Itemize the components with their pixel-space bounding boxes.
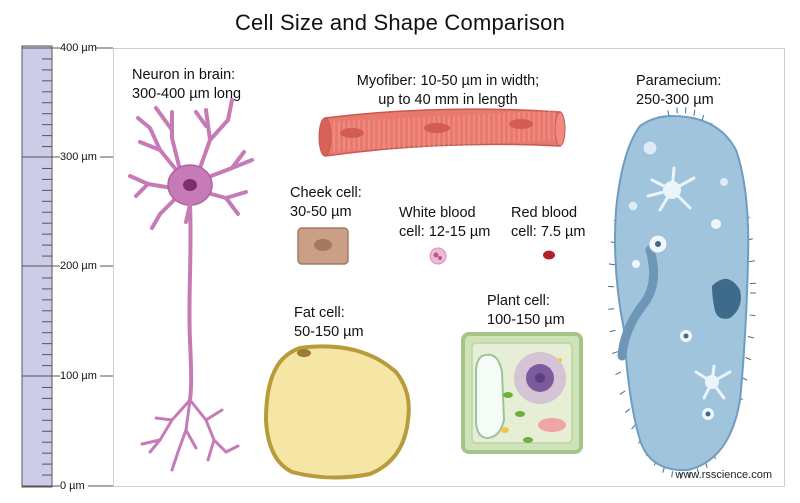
plant-cell-label: Plant cell: 100-150 µm — [487, 292, 565, 330]
red-blood-cell-label: Red blood cell: 7.5 µm — [511, 204, 585, 242]
neuron-label-line1: Neuron in brain: — [132, 67, 236, 83]
cheek-cell-label-line2: 30-50 µm — [290, 204, 352, 220]
paramecium-label: Paramecium: 250-300 µm — [636, 72, 721, 110]
neuron-illustration — [128, 98, 254, 472]
fat-cell-label-line1: Fat cell: — [294, 305, 345, 321]
red-blood-cell-label-line2: cell: 7.5 µm — [511, 224, 586, 240]
scale-label-400: 400 µm — [60, 42, 97, 54]
white-blood-cell-illustration — [429, 247, 447, 265]
scale-label-300: 300 µm — [60, 151, 97, 163]
myofiber-label-line2: up to 40 mm in length — [378, 92, 518, 108]
neuron-label: Neuron in brain: 300-400 µm long — [132, 66, 241, 104]
red-blood-cell-illustration — [543, 250, 555, 260]
white-blood-cell-label: White blood cell: 12-15 µm — [399, 204, 490, 242]
scale-label-200: 200 µm — [60, 260, 97, 272]
fat-cell-illustration — [263, 344, 411, 480]
plant-cell-label-line2: 100-150 µm — [487, 312, 565, 328]
white-blood-cell-label-line2: cell: 12-15 µm — [399, 224, 491, 240]
cheek-cell-label: Cheek cell: 30-50 µm — [290, 184, 362, 222]
myofiber-illustration — [318, 108, 566, 157]
neuron-label-line2: 300-400 µm long — [132, 86, 242, 102]
myofiber-label-line1: Myofiber: 10-50 µm in width; — [356, 73, 540, 89]
scale-ruler — [21, 45, 113, 488]
diagram-title: Cell Size and Shape Comparison — [234, 10, 566, 35]
paramecium-label-line2: 250-300 µm — [636, 92, 714, 108]
white-blood-cell-label-line1: White blood — [399, 205, 476, 221]
cheek-cell-illustration — [297, 227, 349, 265]
fat-cell-label: Fat cell: 50-150 µm — [294, 304, 364, 342]
ruler-major-ticks — [22, 47, 60, 487]
myofiber-label: Myofiber: 10-50 µm in width; up to 40 mm… — [338, 72, 558, 110]
paramecium-illustration — [608, 107, 756, 479]
fat-cell-label-line2: 50-150 µm — [294, 324, 364, 340]
cheek-cell-label-line1: Cheek cell: — [290, 185, 362, 201]
plant-cell-label-line1: Plant cell: — [487, 293, 550, 309]
plant-cell-illustration — [461, 332, 583, 454]
scale-label-100: 100 µm — [60, 370, 97, 382]
scale-label-0: 0 µm — [60, 480, 85, 492]
paramecium-label-line1: Paramecium: — [636, 73, 722, 89]
ruler-minor-ticks — [42, 58, 52, 476]
source-watermark: www.rsscience.com — [675, 469, 772, 481]
red-blood-cell-label-line1: Red blood — [511, 205, 578, 221]
